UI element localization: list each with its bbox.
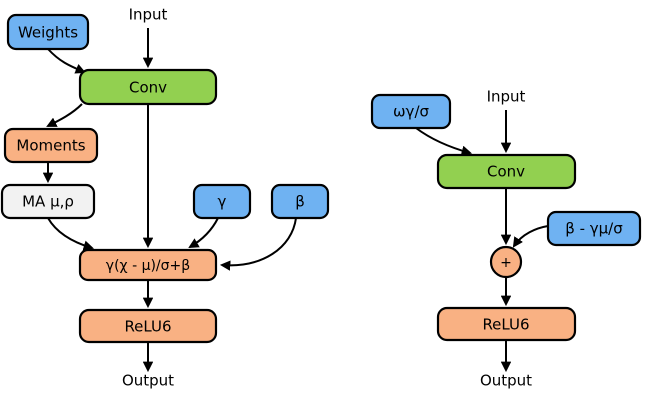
- node-gamma[interactable]: γ: [192, 183, 252, 220]
- edge-beta-to-bn: [219, 217, 297, 271]
- node-moments-label: Moments: [16, 137, 85, 155]
- node-conv-right[interactable]: Conv: [436, 153, 577, 190]
- node-batchnorm-formula-label: γ(χ - μ)/σ+β: [106, 258, 190, 274]
- edge-gamma-to-bn: [188, 217, 219, 249]
- node-conv-left-box[interactable]: [78, 68, 218, 106]
- node-relu6-right[interactable]: ReLU6: [436, 306, 577, 342]
- node-relu6-right-label: ReLU6: [482, 316, 529, 334]
- node-conv-right-box[interactable]: [436, 153, 577, 190]
- node-conv-left-label: Conv: [129, 79, 167, 97]
- node-batchnorm-formula-box[interactable]: [78, 248, 218, 282]
- node-moving-average[interactable]: MA μ,ρ: [0, 183, 96, 220]
- edge-bgms-to-add: [512, 225, 549, 248]
- node-omega-gamma-sigma-label: ωγ/σ: [393, 103, 429, 121]
- node-moments-box[interactable]: [3, 127, 99, 164]
- node-moments[interactable]: Moments: [3, 127, 99, 164]
- edges-right: [415, 110, 549, 373]
- node-weights[interactable]: Weights: [6, 13, 90, 51]
- node-add[interactable]: +: [489, 245, 523, 279]
- node-omega-gamma-sigma[interactable]: ωγ/σ: [370, 93, 452, 130]
- node-relu6-left[interactable]: ReLU6: [78, 308, 218, 344]
- edges-left: [42, 28, 297, 373]
- edge-ma-to-bn: [47, 217, 94, 251]
- node-beta-minus-gamma-mu-sigma-label: β - γμ/σ: [565, 220, 623, 238]
- edge-conv-to-moments: [46, 103, 83, 127]
- edge-weights-to-conv: [47, 48, 86, 74]
- node-beta-minus-gamma-mu-sigma-box[interactable]: [546, 210, 642, 247]
- node-beta-minus-gamma-mu-sigma[interactable]: β - γμ/σ: [546, 210, 642, 247]
- node-weights-box[interactable]: [6, 13, 90, 51]
- edge-wgs-to-conv2: [415, 127, 473, 156]
- node-weights-label: Weights: [18, 24, 78, 42]
- node-gamma-box[interactable]: [192, 183, 252, 220]
- node-conv-left[interactable]: Conv: [78, 68, 218, 106]
- node-batchnorm-formula[interactable]: γ(χ - μ)/σ+β: [78, 248, 218, 282]
- panel-folded-inference-graph: ωγ/σ Conv β - γμ/σ + ReLU6: [370, 88, 642, 390]
- node-moving-average-box[interactable]: [0, 183, 96, 220]
- node-omega-gamma-sigma-box[interactable]: [370, 93, 452, 130]
- node-beta-label: β: [295, 193, 305, 211]
- panel-training-graph: Weights Conv Moments MA μ,ρ γ: [0, 6, 330, 390]
- label-input-right: Input: [487, 88, 526, 106]
- node-relu6-right-box[interactable]: [436, 306, 577, 342]
- label-output-right: Output: [480, 372, 532, 390]
- node-relu6-left-box[interactable]: [78, 308, 218, 344]
- node-beta-box[interactable]: [270, 183, 330, 220]
- label-input-left: Input: [129, 6, 168, 24]
- node-add-label: +: [500, 255, 512, 271]
- node-add-circle[interactable]: [489, 245, 523, 279]
- node-beta[interactable]: β: [270, 183, 330, 220]
- node-relu6-left-label: ReLU6: [124, 318, 171, 336]
- node-gamma-label: γ: [218, 193, 227, 211]
- node-conv-right-label: Conv: [487, 163, 525, 181]
- node-moving-average-label: MA μ,ρ: [22, 193, 74, 211]
- label-output-left: Output: [122, 372, 174, 390]
